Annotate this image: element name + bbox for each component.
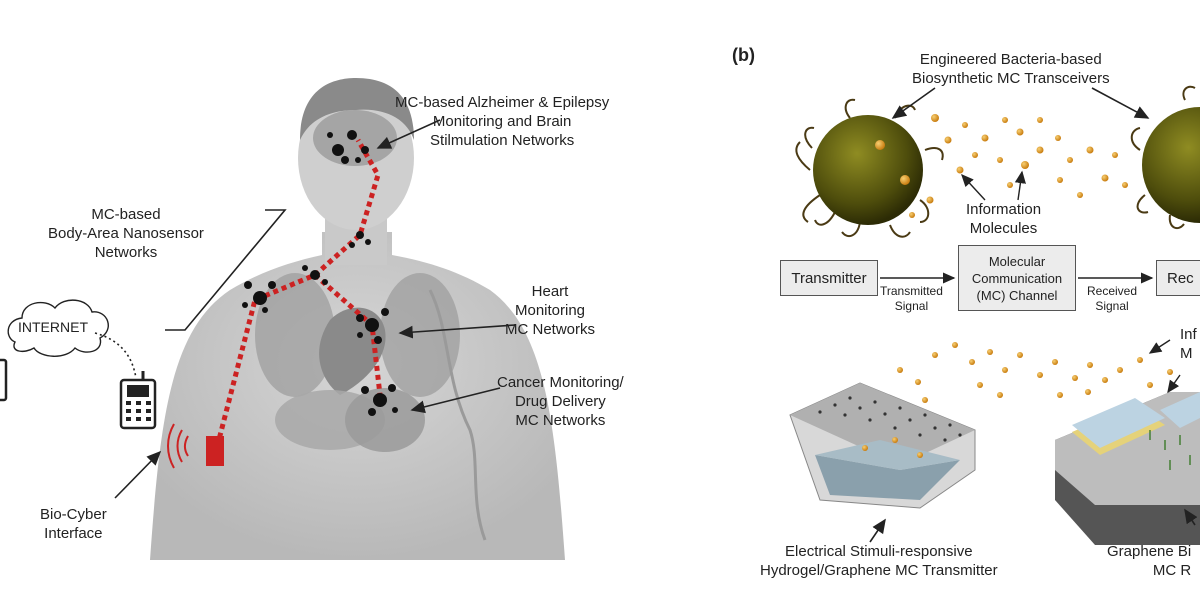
internet-cloud-icon <box>7 299 109 357</box>
bacteria-transceiver-label: Engineered Bacteria-based Biosynthetic M… <box>912 51 1110 87</box>
hydrogel-transmitter-label: Electrical Stimuli-responsive Hydrogel/G… <box>760 543 998 579</box>
implant-device <box>206 436 224 466</box>
information-molecules-label: Information Molecules <box>966 201 1042 237</box>
chest-cluster <box>302 265 328 285</box>
received-signal-label: Received Signal <box>1087 284 1138 313</box>
transmitter-block-label: Transmitter <box>791 269 867 287</box>
heart-cluster <box>356 308 389 344</box>
shoulder-cluster <box>242 281 276 313</box>
transmitter-block: Transmitter <box>780 260 878 296</box>
partial-device-icon <box>0 358 8 402</box>
bacterium-right-partial <box>1130 85 1200 230</box>
information-molecules-top <box>909 114 1128 218</box>
body-area-network-label: MC-based Body-Area Nanosensor Networks <box>48 206 204 261</box>
heart-network-label: Heart Monitoring MC Networks <box>505 283 596 338</box>
neck-cluster <box>349 231 371 248</box>
internet-label: INTERNET <box>18 319 88 335</box>
receiver-block-label: Rec <box>1167 269 1194 287</box>
abdomen-cluster <box>361 384 398 416</box>
information-molecules-right-label: Inf M <box>1180 326 1197 362</box>
cancer-network-label: Cancer Monitoring/ Drug Delivery MC Netw… <box>497 374 624 429</box>
panel-b-letter: (b) <box>732 45 755 65</box>
wireless-signal-icon <box>167 423 189 469</box>
mc-channel-block-label: Molecular Communication (MC) Channel <box>971 253 1063 303</box>
mc-channel-block: Molecular Communication (MC) Channel <box>958 245 1076 311</box>
graphene-receiver-partial <box>1055 392 1200 545</box>
mobile-phone-icon <box>119 371 157 430</box>
brain-network-label: MC-based Alzheimer & Epilepsy Monitoring… <box>395 94 610 149</box>
bacterium-left <box>795 98 944 238</box>
receiver-block: Rec <box>1156 260 1200 296</box>
graphene-receiver-label: Graphene Bi MC R <box>1107 543 1192 579</box>
bio-cyber-interface-label: Bio-Cyber Interface <box>40 506 107 542</box>
hydrogel-graphene-transmitter <box>789 382 976 509</box>
body-area-bracket <box>165 209 287 331</box>
transmitted-signal-label: Transmitted Signal <box>880 284 943 313</box>
brain-cluster <box>327 130 369 164</box>
nanosensor-clusters <box>242 130 398 416</box>
